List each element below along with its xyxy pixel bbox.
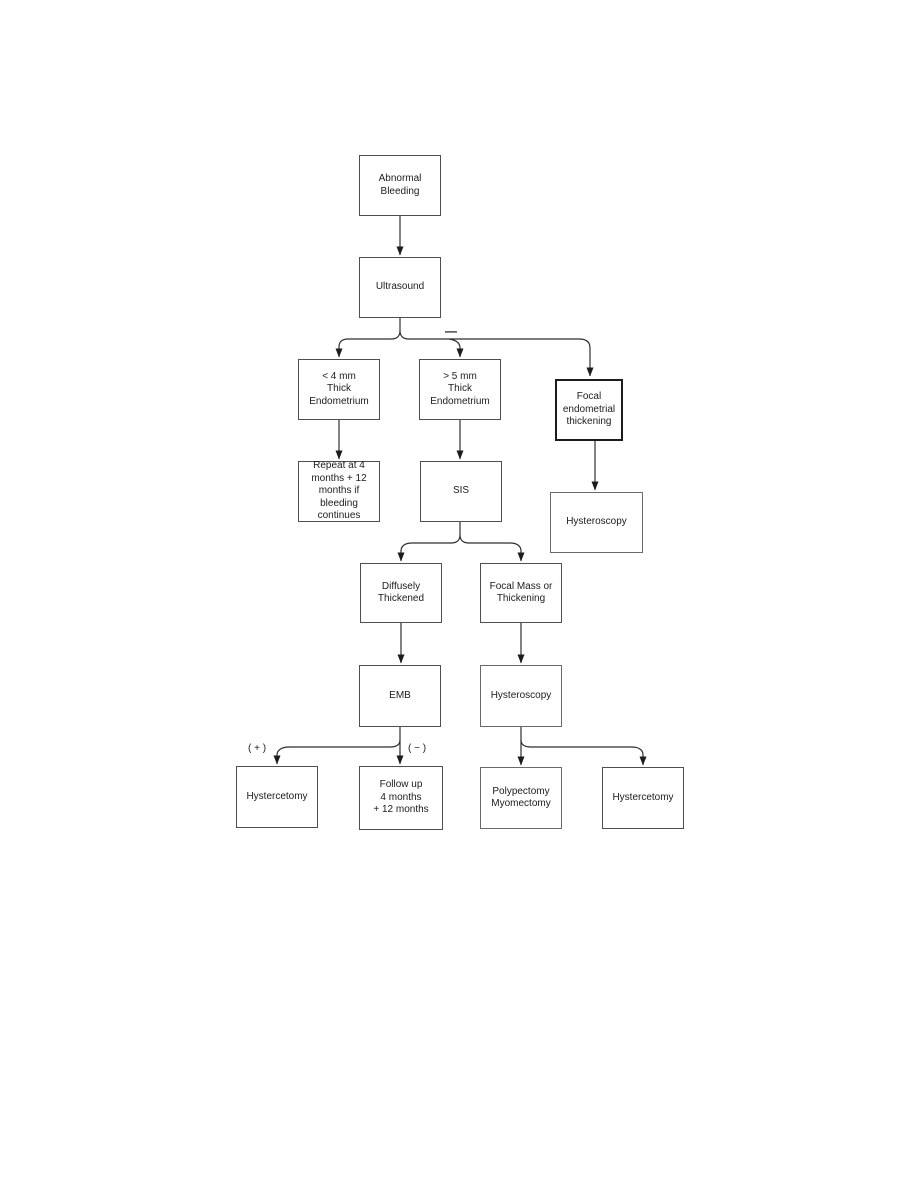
node-abnormal-bleeding: Abnormal Bleeding <box>359 155 441 216</box>
connector-hysteroscopy-to-hystercetomy <box>520 739 647 766</box>
node-focal-endometrial-thickening: Focal endometrial thickening <box>555 379 623 441</box>
node-hystercetomy-emb-positive: Hystercetomy <box>236 766 318 828</box>
connector-ultrasound-to-lt4mm <box>335 330 401 358</box>
branch-label-emb-negative: ( − ) <box>408 743 427 754</box>
connector-sis-to-focal-mass <box>459 534 525 562</box>
connector-ultrasound-to-focal-thickening <box>399 330 594 377</box>
node-follow-up-4-12-months: Follow up 4 months + 12 months <box>359 766 443 830</box>
connector-emb-to-hystercetomy <box>273 739 401 765</box>
node-repeat-4-12-months: Repeat at 4 months + 12 months if bleedi… <box>298 460 380 522</box>
branch-label-emb-positive: ( + ) <box>248 743 267 754</box>
node-hystercetomy-hysteroscopy: Hystercetomy <box>602 767 684 829</box>
branch-label-dash: — <box>445 324 457 338</box>
node-lt-4mm-thick-endometrium: < 4 mm Thick Endometrium <box>298 359 380 420</box>
node-sis: SIS <box>420 461 502 522</box>
node-polypectomy-myomectomy: Polypectomy Myomectomy <box>480 767 562 829</box>
connector-sis-to-diffusely <box>397 534 461 562</box>
node-hysteroscopy-mass: Hysteroscopy <box>480 665 562 727</box>
node-focal-mass-or-thickening: Focal Mass or Thickening <box>480 563 562 623</box>
connector-ultrasound-to-gt5mm <box>448 338 464 358</box>
node-emb: EMB <box>359 665 441 727</box>
node-gt-5mm-thick-endometrium: > 5 mm Thick Endometrium <box>419 359 501 420</box>
node-ultrasound: Ultrasound <box>359 257 441 318</box>
node-diffusely-thickened: Diffusely Thickened <box>360 563 442 623</box>
node-hysteroscopy-focal: Hysteroscopy <box>550 492 643 553</box>
